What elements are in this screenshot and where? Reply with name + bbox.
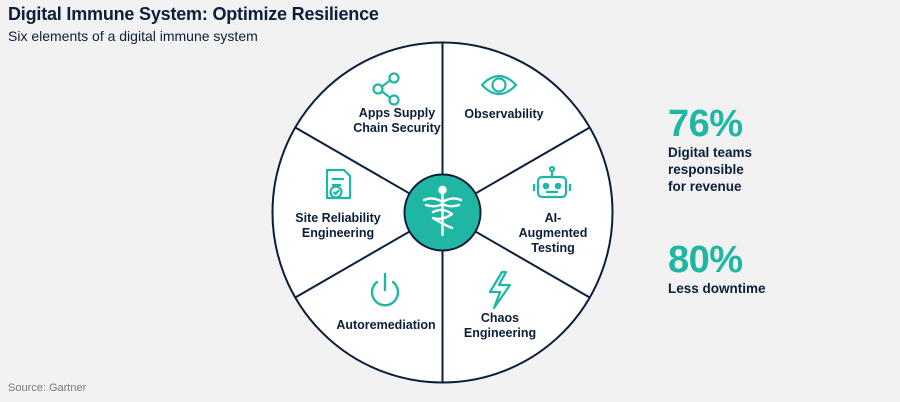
robot-icon — [532, 165, 572, 199]
segment-label-apps-supply-chain-security: Apps Supply Chain Security — [353, 106, 441, 135]
stat-downtime: 80% Less downtime — [668, 240, 766, 297]
stat-value: 80% — [668, 239, 743, 281]
stat-description: Digital teams responsible for revenue — [668, 145, 753, 194]
stat-value: 76% — [668, 103, 743, 145]
share-icon — [372, 72, 400, 106]
segment-label-site-reliability-engineering: Site Reliability Engineering — [295, 211, 381, 240]
checklist-icon — [325, 168, 352, 200]
stat-description: Less downtime — [668, 281, 766, 296]
page-subtitle: Six elements of a digital immune system — [8, 28, 258, 44]
stat-revenue: 76% Digital teams responsible for revenu… — [668, 104, 752, 195]
segment-label-autoremediation: Autoremediation — [336, 318, 436, 332]
segment-label-ai-augmented-testing: AI-Augmented Testing — [518, 211, 588, 255]
source-note: Source: Gartner — [8, 382, 87, 394]
lightning-icon — [488, 270, 512, 310]
caduceus-icon — [422, 185, 463, 237]
page-title: Digital Immune System: Optimize Resilien… — [8, 4, 379, 24]
segment-label-observability: Observability — [464, 107, 544, 121]
eye-icon — [480, 74, 518, 96]
segment-label-chaos-engineering: Chaos Engineering — [463, 311, 537, 340]
power-icon — [370, 272, 400, 307]
immune-system-wheel: Apps Supply Chain Security Observability… — [270, 40, 615, 385]
wheel-graphic — [271, 41, 614, 384]
